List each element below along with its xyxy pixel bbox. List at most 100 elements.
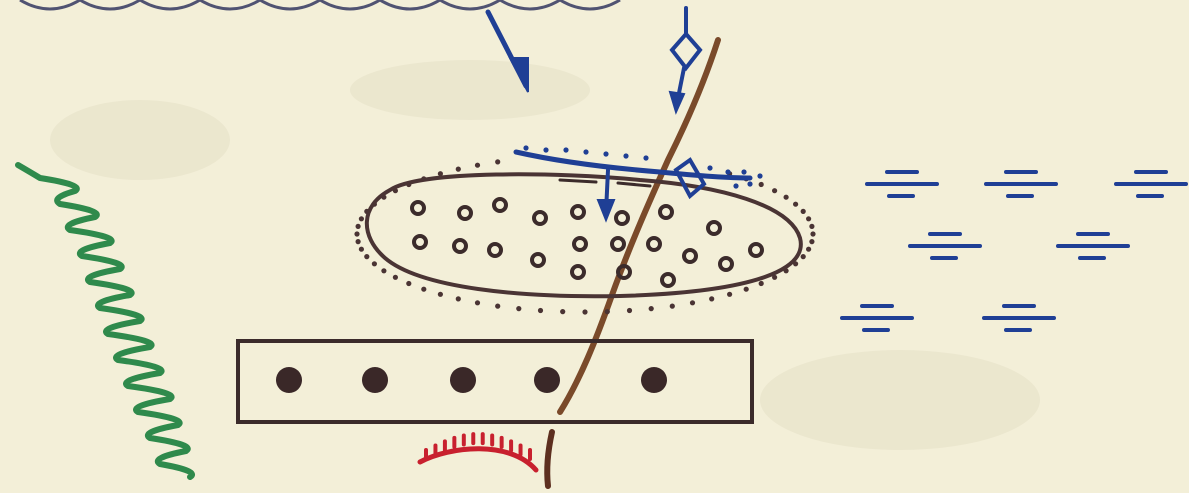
oval-outline-dot [627, 308, 632, 313]
blue-dash-symbol [842, 306, 912, 330]
blue-dash-symbol [1116, 172, 1186, 196]
oval-outline-dot [744, 287, 749, 292]
blue-dash-symbols [842, 172, 1186, 330]
oval-outline-dot [759, 281, 764, 286]
oval-outline-dot [538, 308, 543, 313]
blue-dash-symbol [1058, 234, 1128, 258]
inner-circle [618, 266, 630, 278]
inner-circle [489, 244, 501, 256]
oval-outline-dot [356, 239, 361, 244]
membrane-dot [757, 173, 762, 178]
membrane-dot [603, 151, 608, 156]
oval-outline-dot [670, 304, 675, 309]
inner-circle [612, 238, 624, 250]
inner-circle [708, 222, 720, 234]
oval-outline-dot [456, 167, 461, 172]
oval-outline-dot [475, 300, 480, 305]
rectangle-dot [641, 367, 667, 393]
oval-outline-dot [801, 254, 806, 259]
inner-circle [750, 244, 762, 256]
inner-circle [662, 274, 674, 286]
inner-circle [412, 202, 424, 214]
membrane-dot [725, 169, 730, 174]
membrane-dot [707, 165, 712, 170]
membrane-dot [523, 145, 528, 150]
membrane-dot [741, 169, 746, 174]
oval-outline-dot [359, 247, 364, 252]
oval-outline-dot [495, 159, 500, 164]
oval-outline-dot [354, 231, 359, 236]
membrane-dot [583, 149, 588, 154]
oval-outline-dot [495, 304, 500, 309]
blue-dash-symbol [910, 234, 980, 258]
oval-outline-dot [793, 202, 798, 207]
oval-outline-dot [475, 163, 480, 168]
oval-outline-dot [605, 309, 610, 314]
oval-outline-dot [809, 224, 814, 229]
inner-circle [534, 212, 546, 224]
oval-outline-dot [456, 296, 461, 301]
cropped-handwriting [20, 0, 620, 9]
oval-outline-dot [810, 231, 815, 236]
oval-outline-dot [359, 216, 364, 221]
oval-outline-dot [406, 281, 411, 286]
membrane-dot [623, 153, 628, 158]
oval-outline-dot [372, 261, 377, 266]
oval-outline-dot [806, 216, 811, 221]
inner-circle [616, 212, 628, 224]
oval-outline-dot [690, 300, 695, 305]
oval-outline-dot [806, 247, 811, 252]
rectangle-dots [276, 367, 667, 393]
membrane-dot [563, 147, 568, 152]
inner-circle [414, 236, 426, 248]
inner-circle [572, 266, 584, 278]
inner-circle [494, 199, 506, 211]
blue-dash-symbol [867, 172, 937, 196]
inner-circle [454, 240, 466, 252]
inner-circle [459, 207, 471, 219]
oval-outline-dot [772, 188, 777, 193]
oval-outline-dot [356, 224, 361, 229]
oval-outline-dot [364, 254, 369, 259]
inner-circle [532, 254, 544, 266]
inner-circle [574, 238, 586, 250]
membrane-dot [643, 155, 648, 160]
oval-outline-dot [421, 287, 426, 292]
membrane-dot [733, 183, 738, 188]
membrane-dot [747, 181, 752, 186]
oval-outline-dot [393, 275, 398, 280]
oval-outline-dot [759, 182, 764, 187]
oval-outline-dot [709, 296, 714, 301]
oval-outline-dot [560, 309, 565, 314]
green-wavy-line [18, 165, 192, 477]
oval-outline-dot [516, 306, 521, 311]
membrane-dot [543, 147, 548, 152]
oval-outline-dot [582, 309, 587, 314]
inner-circle [684, 250, 696, 262]
blue-dash-symbol [986, 172, 1056, 196]
red-scalloped-arc [420, 434, 536, 470]
inner-circle [648, 238, 660, 250]
oval-outline-dot [381, 268, 386, 273]
rectangle-dot [534, 367, 560, 393]
oval-outline-dot [727, 292, 732, 297]
rectangle-with-dots [238, 341, 752, 422]
oval-outline-dot [784, 195, 789, 200]
oval-inner-circles [412, 199, 762, 286]
rectangle-dot [362, 367, 388, 393]
rectangle-dot [450, 367, 476, 393]
inner-circle [572, 206, 584, 218]
oval-outline-dot [801, 209, 806, 214]
oval-outline-dot [649, 306, 654, 311]
oval-outline [367, 174, 801, 296]
oval-outline-dot [438, 292, 443, 297]
inner-circle [720, 258, 732, 270]
rectangle-dot [276, 367, 302, 393]
brown-line-lower-segment [547, 432, 552, 486]
blue-membrane-line [516, 152, 750, 220]
oval-outline-dot [809, 239, 814, 244]
blue-dash-symbol [984, 306, 1054, 330]
inner-circle [660, 206, 672, 218]
